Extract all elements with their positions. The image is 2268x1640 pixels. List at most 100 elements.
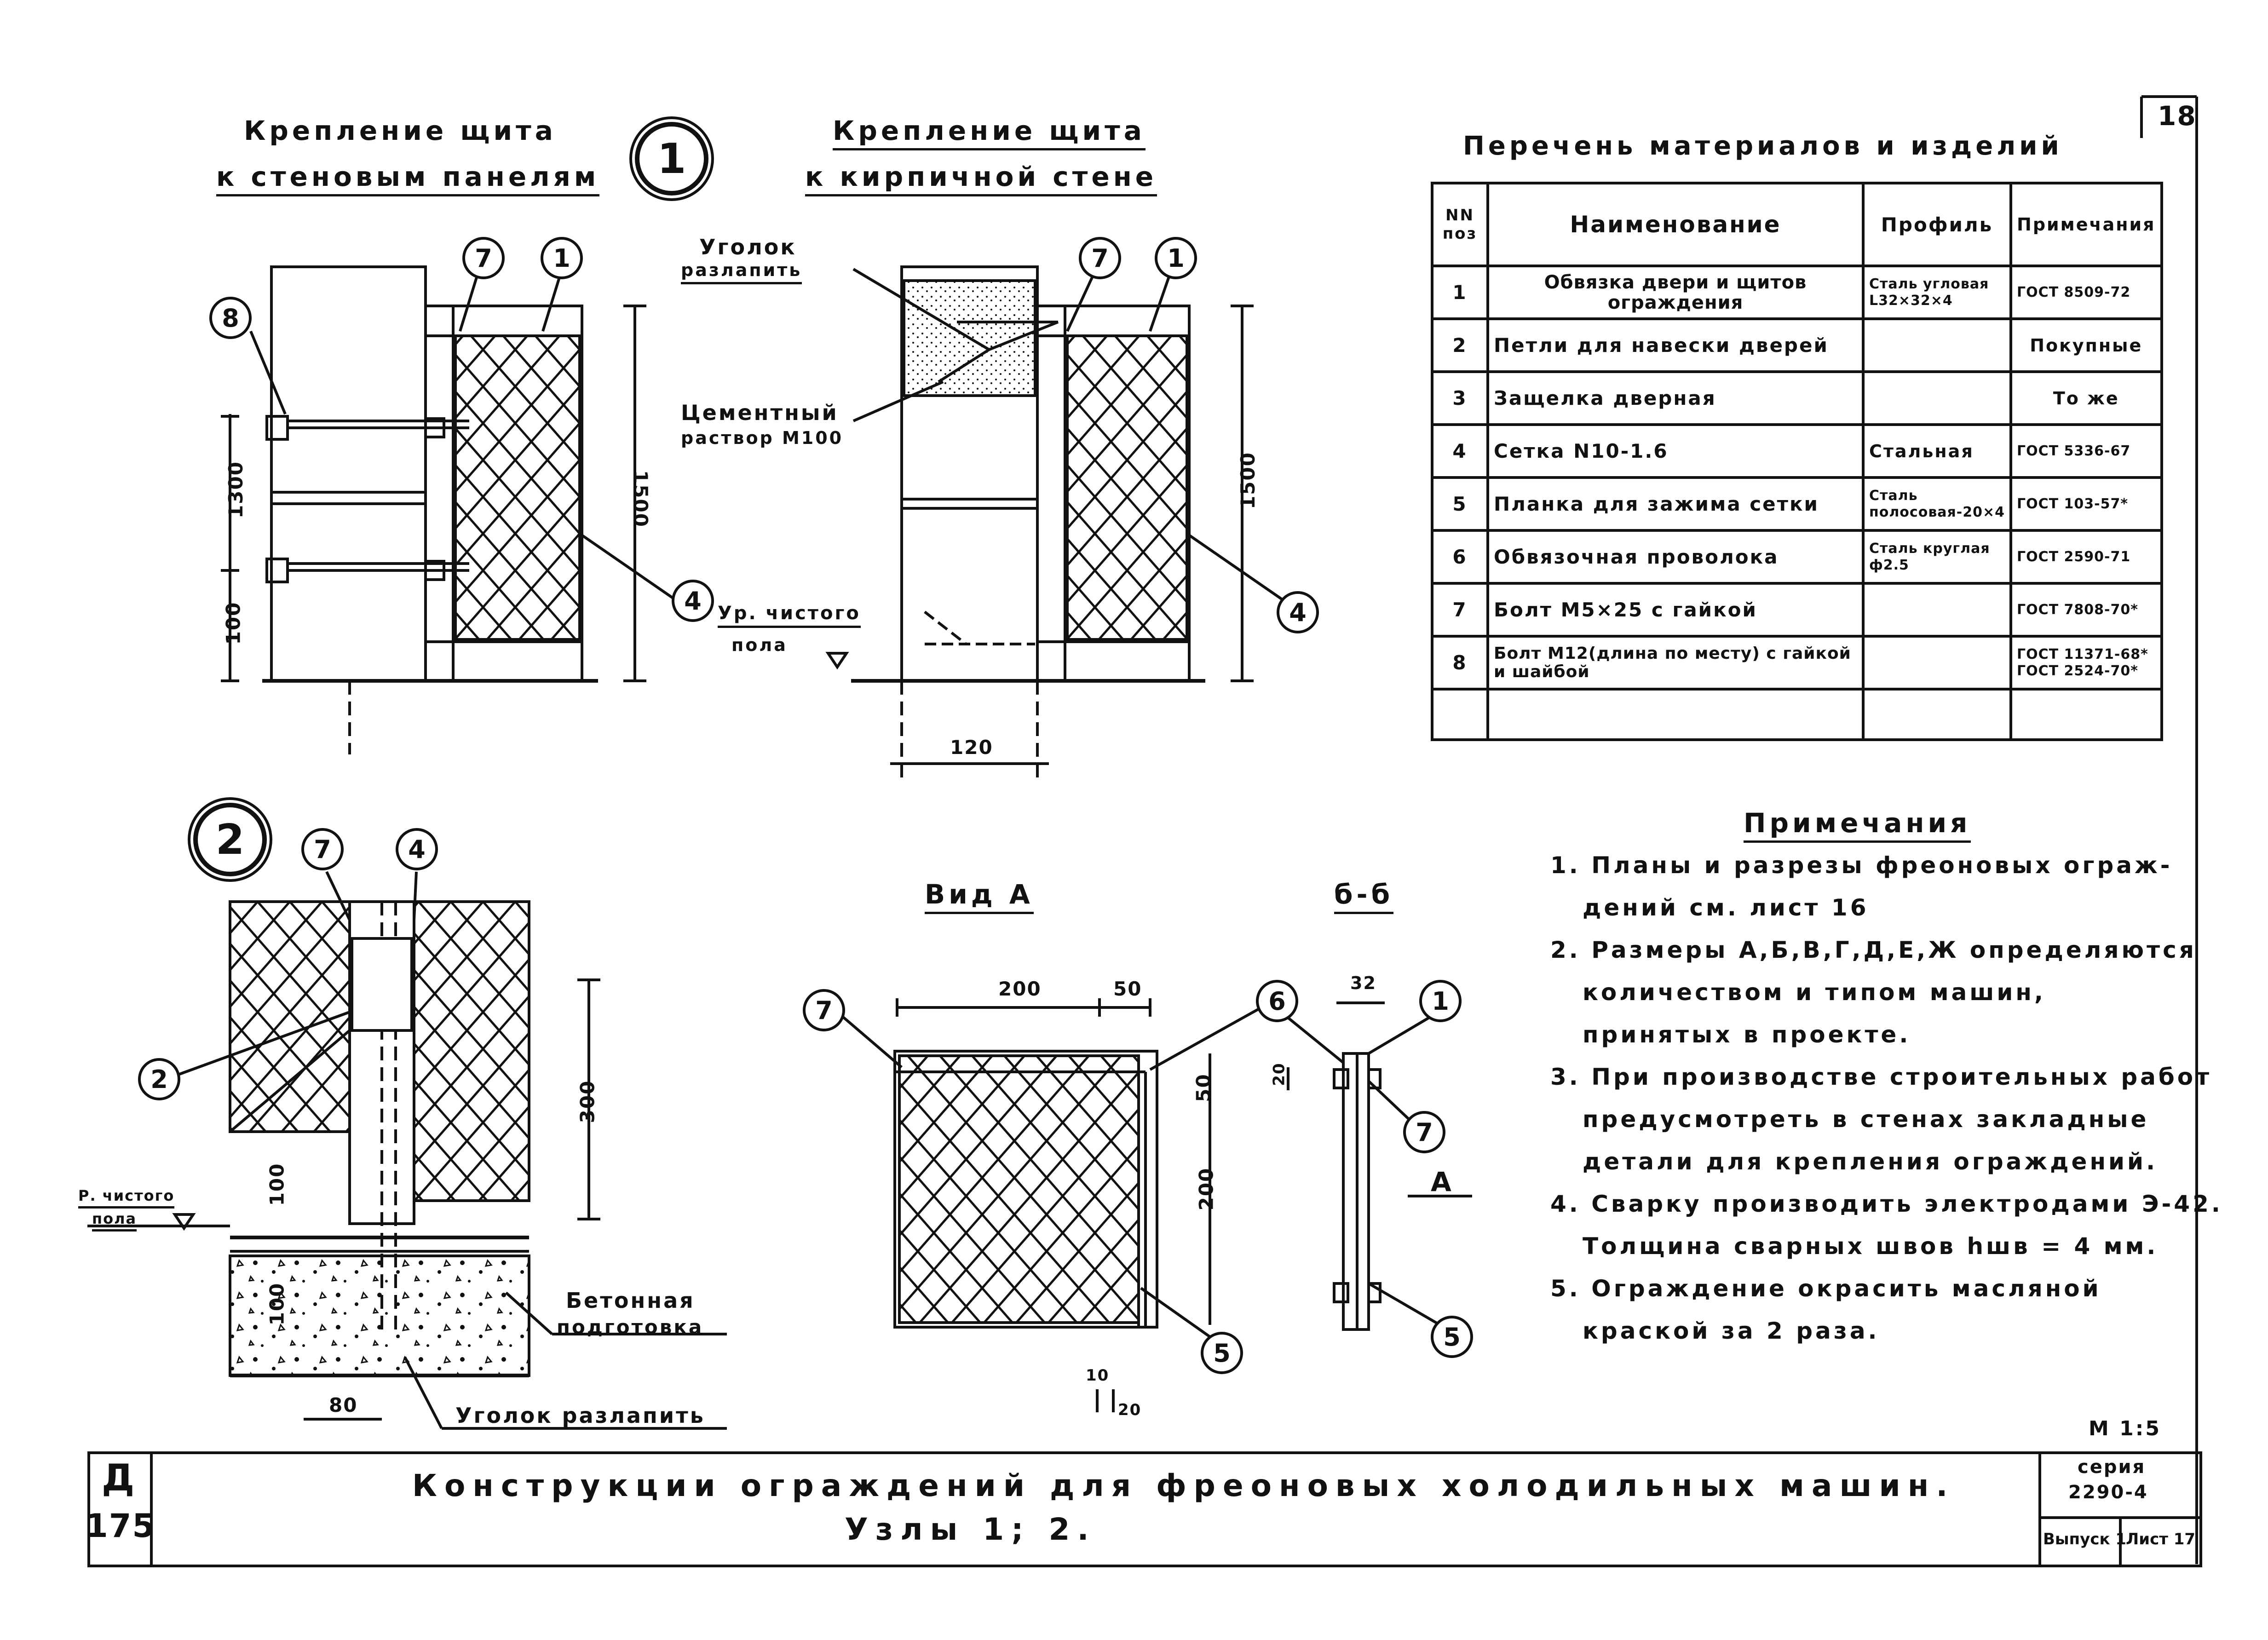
- callout-4: 4: [672, 580, 714, 622]
- note-line: принятых в проекте.: [1583, 1021, 1911, 1048]
- row-note: ГОСТ 103-57*: [2009, 476, 2163, 532]
- label-concrete-2: подготовка: [557, 1316, 704, 1338]
- row-pos: 2: [1431, 317, 1489, 373]
- row-note: ГОСТ 7808-70*: [2009, 582, 2163, 638]
- label-corner-2: разлапить: [681, 260, 802, 284]
- row-pos: 1: [1431, 265, 1489, 320]
- sheet-number: 18: [2158, 100, 2197, 132]
- label-concrete: Бетонная: [566, 1288, 695, 1313]
- dim-50: 50: [1113, 978, 1142, 1000]
- callout-2: 2: [138, 1058, 180, 1100]
- row-profile: [1861, 317, 2013, 373]
- row-profile: Сталь полосовая-20×4: [1861, 476, 2013, 532]
- dim-20: 20: [1118, 1401, 1142, 1419]
- drawing-number: 175: [86, 1507, 156, 1545]
- callout-1: 1: [1155, 237, 1197, 279]
- label-corner-spread: Уголок разлапить: [455, 1403, 705, 1428]
- dim-100: 100: [222, 601, 245, 645]
- notes-title: Примечания: [1744, 807, 1971, 843]
- label-floor-2: пола: [731, 635, 788, 655]
- issue-number: Выпуск 1: [2043, 1530, 2127, 1548]
- dim-50-v: 50: [1192, 1073, 1215, 1102]
- callout-7: 7: [803, 989, 845, 1031]
- detail1-left-title-1: Крепление щита: [244, 115, 557, 146]
- d2-label-floor-2: пола: [92, 1210, 137, 1231]
- note-line: 1. Планы и разрезы фреоновых ограж-: [1550, 852, 2173, 879]
- table-row-empty: [1431, 688, 2163, 741]
- row-profile: Сталь круглая ф2.5: [1861, 529, 2013, 585]
- note-line: 4. Сварку производить электродами Э-42.: [1550, 1191, 2223, 1217]
- note-line: Толщина сварных швов hшв = 4 мм.: [1583, 1233, 2159, 1260]
- dim-32: 32: [1350, 973, 1376, 993]
- callout-7: 7: [462, 237, 505, 279]
- materials-title: Перечень материалов и изделий: [1463, 131, 2063, 161]
- row-name: Планка для зажима сетки: [1486, 476, 1865, 532]
- dim-120: 120: [950, 736, 993, 759]
- row-name: Обвязочная проволока: [1486, 529, 1865, 585]
- note-line: 5. Ограждение окрасить масляной: [1550, 1275, 2101, 1302]
- dim-100: 100: [265, 1282, 288, 1326]
- d2-label-floor: Р. чистого: [78, 1187, 175, 1208]
- series-number: 2290-4: [2068, 1482, 2148, 1503]
- section-bb-title: б-б: [1334, 879, 1394, 914]
- view-a-drawing: [836, 998, 1271, 1412]
- row-pos: 7: [1431, 582, 1489, 638]
- label-cement-2: раствор М100: [681, 428, 844, 448]
- row-profile: Сталь угловая L32×32×4: [1861, 265, 2013, 320]
- label-corner: Уголок: [699, 235, 797, 259]
- dim-1300: 1300: [224, 461, 247, 518]
- dim-200-v: 200: [1195, 1167, 1218, 1211]
- view-a-title: Вид А: [925, 879, 1034, 914]
- drawing-title-line2: Узлы 1; 2.: [845, 1512, 1096, 1547]
- row-note: ГОСТ 2590-71: [2009, 529, 2163, 585]
- note-line: количеством и типом машин,: [1583, 979, 2046, 1006]
- dim-10: 10: [1086, 1366, 1110, 1385]
- detail1-brick-wall-drawing: [825, 265, 1284, 782]
- row-name: Защелка дверная: [1486, 370, 1865, 426]
- callout-5: 5: [1431, 1316, 1473, 1358]
- callout-8: 8: [209, 297, 252, 339]
- dim-1500-b: 1500: [1236, 452, 1259, 509]
- callout-4: 4: [396, 828, 438, 870]
- materials-table: NN поз Наименование Профиль Примечания 1…: [1431, 182, 2163, 741]
- detail2-mark: 2: [193, 803, 267, 876]
- note-line: детали для крепления ограждений.: [1583, 1148, 2158, 1175]
- row-pos: 4: [1431, 423, 1489, 479]
- table-row: 8 Болт М12(длина по месту) с гайкой и ша…: [1431, 635, 2163, 691]
- dim-300: 300: [576, 1080, 599, 1123]
- row-note: Покупные: [2009, 317, 2163, 373]
- detail2-drawing: [87, 871, 727, 1430]
- row-pos: 6: [1431, 529, 1489, 585]
- view-arrow-label: А: [1431, 1166, 1455, 1197]
- sheet-letter: Д: [102, 1456, 135, 1499]
- row-note: ГОСТ 5336-67: [2009, 423, 2163, 479]
- row-name: Сетка N10-1.6: [1486, 423, 1865, 479]
- drawing-title-line1: Конструкции ограждений для фреоновых хол…: [412, 1468, 1955, 1503]
- table-row: 3 Защелка дверная То же: [1431, 370, 2163, 426]
- row-pos: 8: [1431, 635, 1489, 691]
- table-row: 7 Болт М5×25 с гайкой ГОСТ 7808-70*: [1431, 582, 2163, 638]
- note-line: краской за 2 раза.: [1583, 1318, 1880, 1344]
- dim-200: 200: [998, 978, 1042, 1000]
- note-line: 2. Размеры А,Б,В,Г,Д,Е,Ж определяются: [1550, 937, 2197, 963]
- row-profile: Стальная: [1861, 423, 2013, 479]
- row-note: То же: [2009, 370, 2163, 426]
- label-cement: Цементный: [681, 400, 839, 425]
- callout-1: 1: [1419, 980, 1462, 1022]
- callout-7: 7: [1079, 237, 1121, 279]
- callout-5: 5: [1201, 1332, 1243, 1374]
- callout-7: 7: [301, 828, 344, 870]
- callout-7: 7: [1403, 1111, 1445, 1153]
- header-pos: NN поз: [1431, 182, 1489, 267]
- title-block: Д 175 Конструкции ограждений для фреонов…: [86, 1451, 2202, 1567]
- header-note: Примечания: [2009, 182, 2163, 267]
- callout-1: 1: [541, 237, 583, 279]
- callout-4: 4: [1277, 591, 1319, 633]
- dim-80: 80: [329, 1394, 358, 1416]
- detail1-right-title-2: к кирпичной стене: [805, 161, 1157, 196]
- dim-1500-a: 1500: [629, 470, 652, 528]
- dim-100: 100: [265, 1162, 288, 1206]
- note-line: предусмотреть в стенах закладные: [1583, 1106, 2149, 1133]
- row-name: Болт М5×25 с гайкой: [1486, 582, 1865, 638]
- row-name: Петли для навески дверей: [1486, 317, 1865, 373]
